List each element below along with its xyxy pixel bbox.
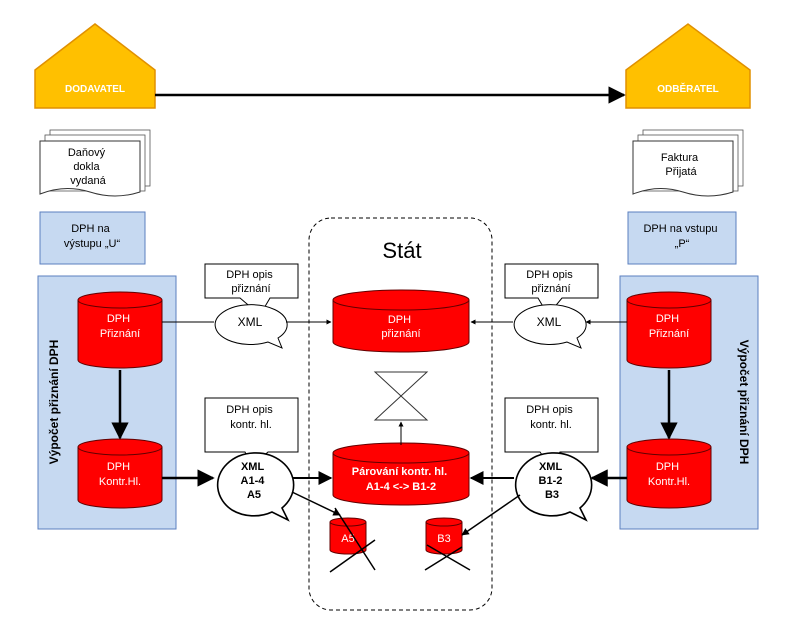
supplier-label: DODAVATEL bbox=[65, 84, 125, 95]
left-bottom-callout: DPH opis kontr. hl. bbox=[204, 397, 299, 467]
strike-line bbox=[426, 544, 471, 571]
right-top-xml-label: XML bbox=[537, 315, 562, 329]
small-cylinder-a5-label: A5 bbox=[341, 533, 354, 545]
svg-text:DPH opis kontr. hl.: DPH opis kontr. hl. bbox=[226, 404, 276, 431]
left-top-callout-line-2: přiznání bbox=[231, 283, 270, 295]
input-vat-line-1: DPH na vstupu bbox=[643, 223, 717, 235]
left-return-line-1: DPH bbox=[107, 313, 130, 325]
right-control-line-1: DPH bbox=[656, 461, 679, 473]
left-bottom-callout-line-2: kontr. hl. bbox=[230, 419, 272, 431]
svg-text:DPH opis přiznání: DPH opis přiznání bbox=[526, 269, 576, 295]
right-bottom-callout-line-2: kontr. hl. bbox=[530, 419, 572, 431]
left-control-line-1: DPH bbox=[107, 461, 130, 473]
left-bottom-callout-line-1: DPH opis bbox=[226, 404, 273, 416]
left-panel-label: Výpočet přiznání DPH bbox=[47, 340, 61, 465]
customer-house: ODBĚRATEL bbox=[625, 23, 751, 109]
svg-text:Daňový dokla vydan: Daňový dokla vydaná bbox=[68, 147, 108, 187]
matching-line-1: Párování kontr. hl. bbox=[352, 466, 447, 478]
doc-left-line-2: dokla bbox=[73, 161, 100, 173]
right-bottom-xml-line-2: B1-2 bbox=[539, 475, 563, 487]
svg-text:Faktura Přijatá: Faktura Přijatá bbox=[661, 152, 701, 178]
right-bottom-xml-line-1: XML bbox=[539, 461, 563, 473]
input-vat-box: DPH na vstupu „P“ bbox=[627, 211, 737, 265]
customer-label: ODBĚRATEL bbox=[657, 82, 718, 95]
right-top-callout-line-1: DPH opis bbox=[526, 269, 573, 281]
svg-text:DPH Přiznání: DPH Přiznání bbox=[100, 313, 140, 340]
output-vat-box: DPH na výstupu „U“ bbox=[39, 211, 146, 265]
left-bottom-xml-line-2: A1-4 bbox=[241, 475, 266, 487]
svg-text:DPH přiznání: DPH přiznání bbox=[381, 314, 420, 340]
issued-tax-document: Daňový dokla vydaná bbox=[39, 129, 151, 197]
left-control-line-2: Kontr.Hl. bbox=[99, 476, 141, 488]
left-top-callout-line-1: DPH opis bbox=[226, 269, 273, 281]
output-vat-line-2: výstupu „U“ bbox=[64, 238, 121, 250]
state-region bbox=[308, 217, 493, 611]
right-top-callout-line-2: přiznání bbox=[531, 283, 570, 295]
doc-left-line-3: vydaná bbox=[70, 175, 106, 187]
left-return-line-2: Přiznání bbox=[100, 328, 140, 340]
right-bottom-xml-bubble: XML B1-2 B3 bbox=[514, 452, 593, 522]
svg-text:Párování kontr. hl. A1-4: Párování kontr. hl. A1-4 <-> B1-2 bbox=[352, 466, 450, 493]
svg-text:XML B1-2 B3: XML B1-2 B3 bbox=[539, 461, 566, 501]
svg-text:DPH opis přiznání: DPH opis přiznání bbox=[226, 269, 276, 295]
left-top-xml-bubble: XML bbox=[214, 304, 288, 349]
state-title: Stát bbox=[382, 238, 421, 263]
doc-left-line-1: Daňový bbox=[68, 147, 106, 159]
svg-text:DPH Kontr.Hl.: DPH Kontr.Hl. bbox=[648, 461, 690, 488]
small-cylinder-b3-label: B3 bbox=[437, 533, 450, 545]
strike-line bbox=[334, 507, 376, 571]
strike-line bbox=[424, 546, 463, 571]
svg-text:XML A1-4 A5: XML A1-4 A5 bbox=[241, 461, 268, 501]
received-invoice-document: Faktura Přijatá bbox=[632, 129, 744, 197]
svg-text:DPH na vstupu „P“: DPH na vstupu „P“ bbox=[643, 223, 720, 250]
left-top-xml-label: XML bbox=[238, 315, 263, 329]
small-cylinder-a5: A5 bbox=[329, 507, 376, 573]
right-return-line-2: Přiznání bbox=[649, 328, 689, 340]
matching-line-2: A1-4 <-> B1-2 bbox=[366, 481, 436, 493]
left-xml-to-a5-arrow bbox=[291, 491, 341, 516]
svg-text:DPH na výstupu „U“: DPH na výstupu „U“ bbox=[64, 223, 121, 250]
right-return-cylinder: DPH Přiznání bbox=[626, 291, 712, 369]
left-control-cylinder: DPH Kontr.Hl. bbox=[77, 438, 163, 509]
svg-text:DPH opis kontr. hl.: DPH opis kontr. hl. bbox=[526, 404, 576, 431]
state-return-line-1: DPH bbox=[388, 314, 411, 326]
supplier-house: DODAVATEL bbox=[34, 23, 156, 109]
left-bottom-xml-line-3: A5 bbox=[247, 489, 261, 501]
matching-cylinder: Párování kontr. hl. A1-4 <-> B1-2 bbox=[332, 442, 470, 506]
left-bottom-xml-line-1: XML bbox=[241, 461, 265, 473]
right-panel-label: Výpočet přiznání DPH bbox=[737, 340, 751, 465]
right-return-line-1: DPH bbox=[656, 313, 679, 325]
right-control-cylinder: DPH Kontr.Hl. bbox=[626, 438, 712, 509]
small-cylinder-b3: B3 bbox=[424, 517, 471, 571]
right-xml-to-b3-arrow bbox=[461, 494, 521, 536]
doc-right-line-2: Přijatá bbox=[665, 166, 697, 178]
input-vat-line-2: „P“ bbox=[675, 238, 690, 250]
right-bottom-callout: DPH opis kontr. hl. bbox=[504, 397, 599, 467]
svg-text:DPH Kontr.Hl.: DPH Kontr.Hl. bbox=[99, 461, 141, 488]
left-bottom-xml-bubble: XML A1-4 A5 bbox=[216, 452, 295, 522]
svg-text:DPH Přiznání: DPH Přiznání bbox=[649, 313, 689, 340]
output-vat-line-1: DPH na bbox=[71, 223, 110, 235]
left-return-cylinder: DPH Přiznání bbox=[77, 291, 163, 369]
right-control-line-2: Kontr.Hl. bbox=[648, 476, 690, 488]
right-top-xml-bubble: XML bbox=[513, 304, 587, 349]
right-bottom-xml-line-3: B3 bbox=[545, 489, 559, 501]
right-bottom-callout-line-1: DPH opis bbox=[526, 404, 573, 416]
state-return-line-2: přiznání bbox=[381, 328, 420, 340]
strike-line bbox=[329, 539, 376, 573]
compare-symbol bbox=[373, 371, 429, 421]
state-return-cylinder: DPH přiznání bbox=[332, 289, 470, 353]
doc-right-line-1: Faktura bbox=[661, 152, 699, 164]
